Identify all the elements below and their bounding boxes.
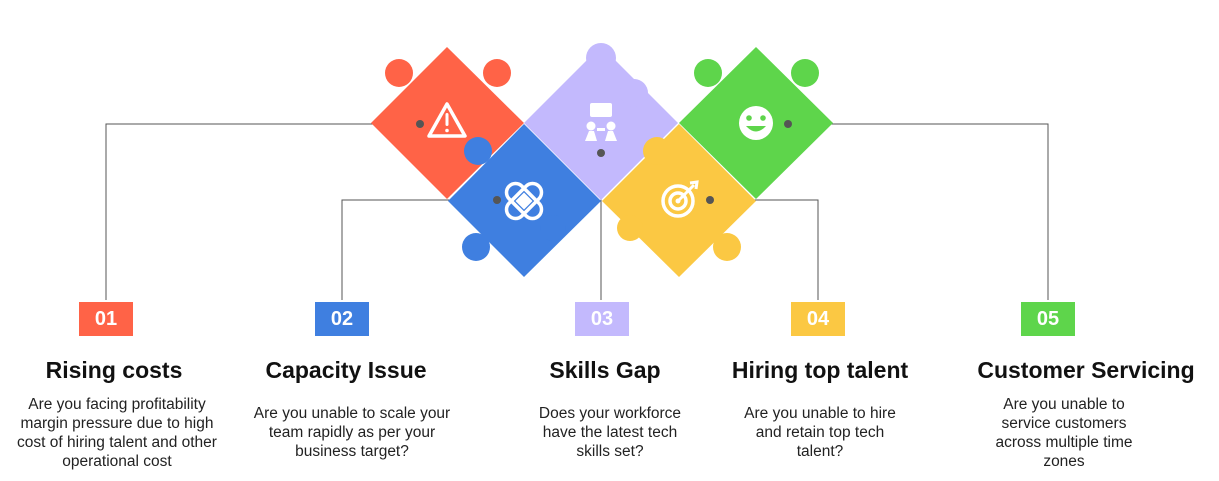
step-title: Capacity Issue [265,357,427,383]
connector-dot-03 [597,149,605,157]
connector-lines [105,123,1049,300]
connector-dot-01 [416,120,424,128]
smiley-icon [739,106,773,140]
step-01: 01 Rising costs Are you facing profitabi… [0,0,228,481]
connector-dot-05 [784,120,792,128]
bandage-icon [504,181,544,221]
step-description: Are you unable to service customers acro… [995,396,1133,470]
step-05: 05 Customer Servicing Are you unable to … [960,0,1212,481]
step-title: Rising costs [45,357,183,383]
target-icon [661,180,699,218]
connector-05 [788,123,1049,300]
step-description: Are you facing profitability margin pres… [17,396,217,470]
puzzle-piece-lavender [524,43,678,200]
step-description: Are you unable to hire and retain top te… [744,405,896,460]
warning-icon [427,102,467,138]
step-03: 03 Skills Gap Does your workforce have t… [496,0,714,481]
connector-dots [416,120,792,204]
connector-dot-02 [493,196,501,204]
step-title: Hiring top talent [731,357,909,383]
connector-dot-04 [706,196,714,204]
step-title: Skills Gap [549,357,661,383]
meeting-icon [585,103,617,141]
connector-02 [341,199,497,300]
step-description: Does your workforce have the latest tech… [538,405,682,460]
step-title: Customer Servicing [977,357,1195,383]
step-04: 04 Hiring top talent Are you unable to h… [706,0,934,481]
step-02: 02 Capacity Issue Are you unable to scal… [227,0,465,481]
step-number-badge: 01 [79,302,133,336]
step-number-badge: 02 [315,302,369,336]
step-number-badge: 04 [791,302,845,336]
bandage-icon-cross [504,181,544,221]
connector-01 [105,123,420,300]
step-description: Are you unable to scale your team rapidl… [253,405,451,460]
step-number-badge: 05 [1021,302,1075,336]
step-number-badge: 03 [575,302,629,336]
